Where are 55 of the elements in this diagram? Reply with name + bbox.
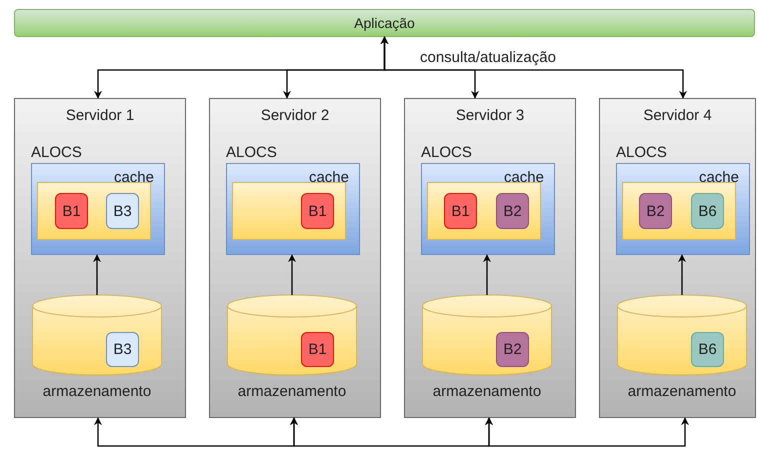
block-label: B3 bbox=[113, 341, 132, 358]
storage-label: armazenamento bbox=[42, 383, 152, 400]
block-box bbox=[55, 193, 88, 229]
cache-label: cache bbox=[114, 169, 154, 186]
server-title: Servidor 3 bbox=[454, 107, 526, 124]
cache-label: cache bbox=[504, 169, 544, 186]
cache-tray bbox=[427, 182, 541, 240]
storage-label: armazenamento bbox=[432, 383, 542, 400]
arrow bbox=[380, 36, 687, 99]
component-heading: ALOCS bbox=[616, 144, 667, 161]
block-box bbox=[301, 193, 334, 229]
block-label: B1 bbox=[308, 202, 327, 220]
arrow bbox=[483, 254, 491, 295]
server-box bbox=[14, 98, 186, 418]
server-box bbox=[209, 98, 381, 418]
block-box bbox=[106, 193, 139, 229]
component-heading: ALOCS bbox=[31, 144, 82, 161]
cache-label: cache bbox=[308, 169, 349, 186]
component-heading: ALOCS bbox=[226, 144, 277, 161]
server-box bbox=[404, 98, 576, 418]
server-title: Servidor 2 bbox=[260, 107, 330, 124]
block-label: B3 bbox=[113, 202, 132, 220]
block-label: B1 bbox=[62, 202, 81, 220]
block-label: B6 bbox=[698, 341, 717, 358]
arrow bbox=[678, 254, 686, 295]
block-label: B2 bbox=[503, 341, 522, 358]
block-box bbox=[496, 193, 529, 229]
block-label: B6 bbox=[698, 202, 717, 220]
cache-tray bbox=[622, 182, 736, 240]
block-box bbox=[106, 332, 139, 367]
block-label: B2 bbox=[503, 202, 522, 220]
arrow bbox=[485, 417, 689, 447]
block-label: B2 bbox=[646, 202, 665, 220]
block-box bbox=[301, 332, 334, 367]
block-label: B1 bbox=[308, 341, 327, 358]
block-label: B1 bbox=[451, 202, 470, 220]
storage-label: armazenamento bbox=[626, 383, 738, 400]
block-box bbox=[444, 193, 477, 229]
component-heading: ALOCS bbox=[421, 144, 472, 161]
storage-label: armazenamento bbox=[236, 383, 348, 400]
application-bar bbox=[14, 9, 755, 37]
arrow bbox=[288, 254, 296, 295]
block-box bbox=[691, 332, 724, 367]
block-box bbox=[639, 193, 672, 229]
application-label: Aplicação bbox=[354, 15, 415, 31]
cache-tray bbox=[232, 182, 346, 240]
edge-label: consulta/atualização bbox=[418, 49, 558, 66]
block-box bbox=[496, 332, 529, 367]
block-box bbox=[691, 193, 724, 229]
server-title: Servidor 1 bbox=[64, 107, 136, 124]
server-title: Servidor 4 bbox=[642, 107, 713, 124]
cache-label: cache bbox=[698, 169, 739, 186]
cache-tray bbox=[37, 182, 151, 240]
arrow bbox=[93, 254, 101, 295]
server-box bbox=[599, 98, 756, 418]
